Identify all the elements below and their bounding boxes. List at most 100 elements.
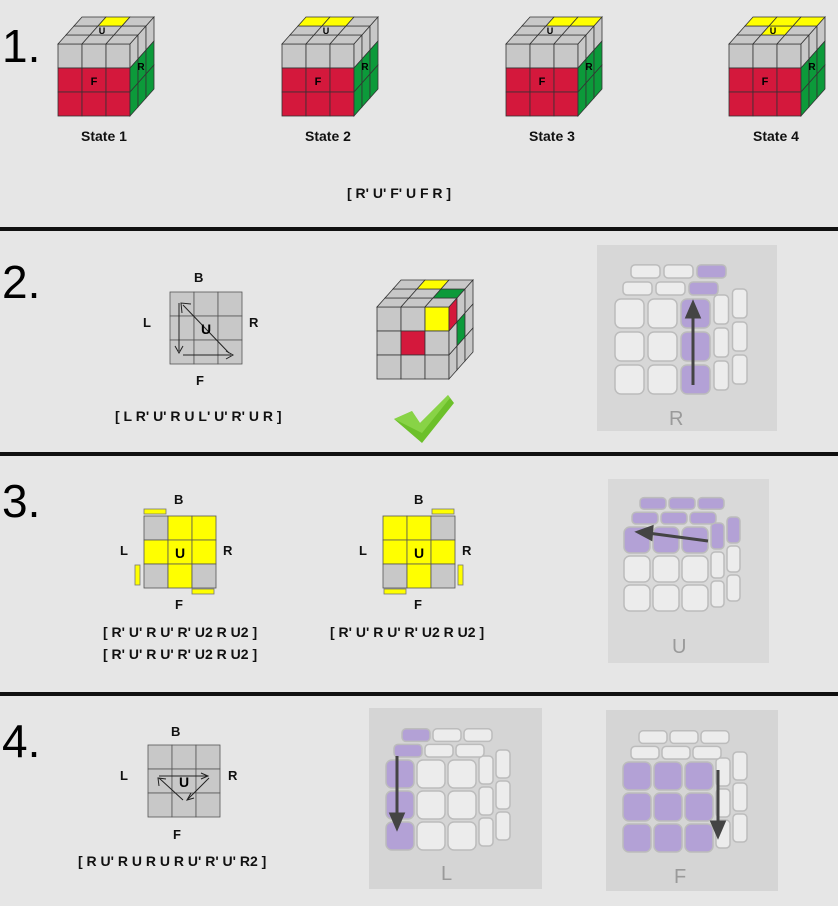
top-view-diagram: U [169,291,243,365]
section-divider [0,692,838,696]
grid-cell [167,515,193,541]
top-sticker [630,745,660,760]
front-sticker [652,584,680,612]
right-sticker [369,63,379,100]
front-sticker [684,823,714,853]
algorithm-text: [ R U' R U R U R U' R' U' R2 ] [78,853,267,869]
front-sticker [623,555,651,583]
right-sticker [464,326,474,363]
right-sticker [145,63,155,100]
diagram-label-right: R [228,768,238,783]
front-sticker [653,792,683,822]
grid-cell [147,744,173,770]
front-sticker [553,91,579,117]
front-sticker [776,67,802,93]
side-sticker [710,580,725,608]
diagram-label-left: L [120,768,128,783]
front-sticker [652,526,680,554]
front-sticker [653,761,683,791]
state-caption: State 2 [305,128,351,144]
grid-cell [167,539,193,565]
grid-cell [217,291,243,317]
front-sticker [752,67,778,93]
front-sticker [647,331,678,362]
grid-cell [195,792,221,818]
cube-state-4: FRU [728,15,826,118]
section-step-3: 3. B L R F U [ R' U' R U' R' U2 R U2 ] [… [0,456,838,692]
front-sticker [647,364,678,395]
front-sticker [728,43,754,69]
diagram-label-right: R [462,543,472,558]
top-sticker [463,728,493,743]
cube-photo-f-move: F [606,710,778,891]
top-view-diagram: U [147,744,221,818]
front-sticker [81,67,107,93]
front-sticker [424,306,450,332]
corner-cube [376,278,474,381]
top-sticker [692,745,722,760]
grid-cell [193,291,219,317]
diagram-label-front: F [175,597,183,612]
front-sticker [623,584,651,612]
grid-cell [406,515,432,541]
right-sticker [593,63,603,100]
side-sticker [731,288,748,319]
top-sticker [622,281,653,296]
grid-cell [382,563,408,589]
side-sticker [726,545,741,573]
front-sticker [776,91,802,117]
face-letter-front: F [315,76,322,88]
diagram-label-back: B [194,270,204,285]
state-caption: State 4 [753,128,799,144]
side-sticker [713,360,730,391]
face-letter-up: U [323,26,330,36]
algorithm-text: [ R' U' F' U F R ] [347,185,452,201]
front-sticker [376,306,402,332]
front-sticker [752,43,778,69]
photo-label: U [672,636,687,658]
grid-cell [382,539,408,565]
side-sticker [731,321,748,352]
checkmark-icon [394,395,454,443]
front-sticker [281,67,307,93]
diagram-label-back: B [414,492,424,507]
front-sticker [614,298,645,329]
front-sticker [776,43,802,69]
side-sticker [732,813,748,843]
oll-side-markers-b [383,508,464,595]
side-sticker [478,786,494,816]
algorithm-text: [ L R' U' R U L' U' R' U R ] [115,408,282,424]
state-caption: State 1 [81,128,127,144]
grid-cell [143,515,169,541]
front-sticker [622,823,652,853]
face-letter-right: R [585,62,593,73]
photo-label: R [669,408,684,430]
front-sticker [647,298,678,329]
svg-text:U: U [414,545,424,561]
front-sticker [385,821,415,851]
front-sticker [424,354,450,380]
top-sticker [700,730,730,745]
step-number: 3. [2,475,41,527]
oll-center-letter-b: U [414,545,424,561]
face-letter-up: U [99,26,106,36]
front-sticker [684,792,714,822]
face-letter-up: U [547,26,554,36]
top-sticker [432,728,462,743]
diagram-label-right: R [223,543,233,558]
face-letter-front: F [762,76,769,88]
front-sticker [622,761,652,791]
grid-cell [195,768,221,794]
front-sticker [622,792,652,822]
front-sticker [680,364,711,395]
diagram-label-right: R [249,315,259,330]
top-sticker [669,730,699,745]
front-sticker [281,91,307,117]
side-sticker [732,751,748,781]
front-sticker [553,43,579,69]
face-letter-right: R [808,62,816,73]
diagram-label-left: L [359,543,367,558]
cube-photo-u-move: U [608,479,769,663]
oll-side-markers-a [134,508,215,595]
